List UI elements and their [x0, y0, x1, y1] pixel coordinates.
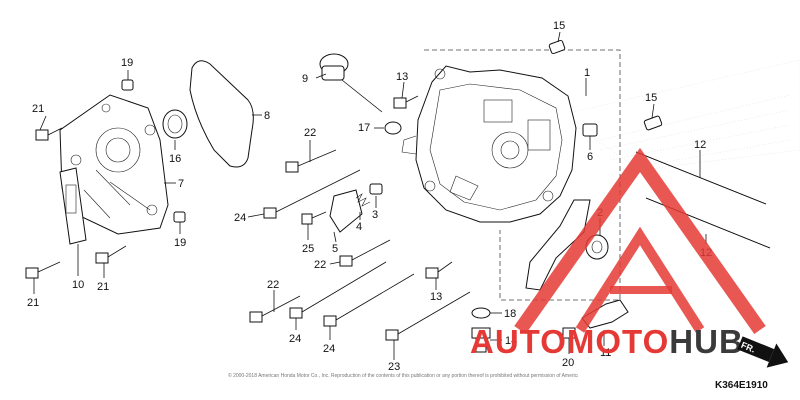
bolt-13-upper[interactable] — [393, 95, 419, 109]
callout-labels: 1 2 3 4 5 6 7 8 9 10 11 12 12 13 13 14 1… — [27, 20, 712, 373]
spring-4[interactable] — [355, 193, 371, 207]
diagram-code: K364E1910 — [715, 380, 768, 391]
callout-10: 10 — [72, 279, 84, 291]
callout-21-right: 21 — [97, 281, 109, 293]
stud-12-upper[interactable] — [635, 151, 767, 205]
oil-dipstick-9[interactable] — [319, 53, 383, 113]
callout-23: 23 — [388, 361, 400, 373]
callout-13-upper: 13 — [396, 71, 408, 83]
callout-21-top: 21 — [32, 103, 44, 115]
bolt-22-lower[interactable] — [249, 295, 301, 323]
bolt-23[interactable] — [385, 291, 471, 341]
bolt-21-left[interactable] — [25, 261, 61, 279]
callout-24-middle: 24 — [289, 333, 301, 345]
callout-7: 7 — [178, 178, 184, 190]
callout-21-left: 21 — [27, 297, 39, 309]
bolt-24-middle[interactable] — [289, 261, 387, 319]
watermark-hatch — [559, 59, 800, 171]
bolt-21-right[interactable] — [95, 245, 127, 264]
cap-3[interactable] — [369, 183, 383, 195]
callout-16: 16 — [169, 153, 181, 165]
callout-24-lower: 24 — [323, 343, 335, 355]
bolt-21-top[interactable] — [35, 127, 63, 141]
drain-plug-14[interactable] — [471, 327, 491, 353]
callout-25: 25 — [302, 243, 314, 255]
callout-17: 17 — [358, 122, 370, 134]
callout-12-upper: 12 — [694, 139, 706, 151]
o-ring-17[interactable] — [384, 121, 402, 135]
watermark-text-hub: HUB — [669, 323, 744, 360]
callout-11: 11 — [600, 347, 611, 359]
cover-plate-7[interactable] — [59, 94, 169, 235]
callout-20: 20 — [562, 357, 574, 369]
copyright-notice: © 2000-2018 American Honda Motor Co., In… — [228, 373, 578, 379]
bolt-22-middle[interactable] — [339, 239, 391, 267]
callout-22-lower: 22 — [267, 279, 279, 291]
bolt-24-upper[interactable] — [263, 169, 361, 219]
front-direction-indicator: FR. — [737, 336, 789, 368]
dowel-pin-19-bottom[interactable] — [173, 211, 186, 223]
callout-1: 1 — [584, 67, 590, 79]
crankcase-cover-1[interactable] — [401, 65, 577, 223]
bolt-13-lower[interactable] — [425, 261, 453, 279]
callout-4: 4 — [356, 221, 362, 233]
stopper-plate-5[interactable] — [329, 189, 363, 233]
callout-8: 8 — [264, 110, 270, 122]
callout-22-middle: 22 — [314, 259, 326, 271]
callout-14: 14 — [505, 335, 517, 347]
dowel-pin-19-top[interactable] — [121, 79, 134, 91]
pin-6[interactable] — [582, 123, 598, 137]
callout-3: 3 — [372, 209, 378, 221]
washer-18[interactable] — [471, 307, 491, 319]
bolt-25[interactable] — [301, 211, 327, 225]
callout-13-lower: 13 — [430, 291, 442, 303]
bolt-22-upper[interactable] — [285, 149, 337, 173]
oil-seal-16[interactable] — [162, 109, 188, 139]
callout-24-upper: 24 — [234, 212, 246, 224]
callout-9: 9 — [302, 73, 308, 85]
tensioner-arm-2[interactable] — [525, 199, 609, 291]
callout-19-top: 19 — [121, 57, 133, 69]
bolt-24-lower[interactable] — [323, 273, 415, 327]
callout-19-bottom: 19 — [174, 237, 186, 249]
gasket-8[interactable] — [189, 60, 254, 168]
callout-18: 18 — [504, 308, 516, 320]
watermark-text: AUTOMOTOHUB — [470, 323, 744, 360]
dowel-15-top[interactable] — [548, 39, 566, 55]
callout-15-top: 15 — [553, 20, 565, 32]
watermark-text-automoto: AUTOMOTO — [470, 323, 669, 360]
callout-6: 6 — [587, 151, 593, 163]
callout-5: 5 — [332, 243, 338, 255]
callout-15-right: 15 — [645, 92, 657, 104]
callout-22-upper: 22 — [304, 127, 316, 139]
automotohub-watermark-logo: AUTOMOTOHUB — [470, 147, 766, 360]
leader-lines — [33, 31, 707, 360]
clip-11[interactable] — [581, 299, 629, 329]
bracket-10[interactable] — [59, 167, 87, 245]
dowel-15-right[interactable] — [643, 115, 663, 131]
